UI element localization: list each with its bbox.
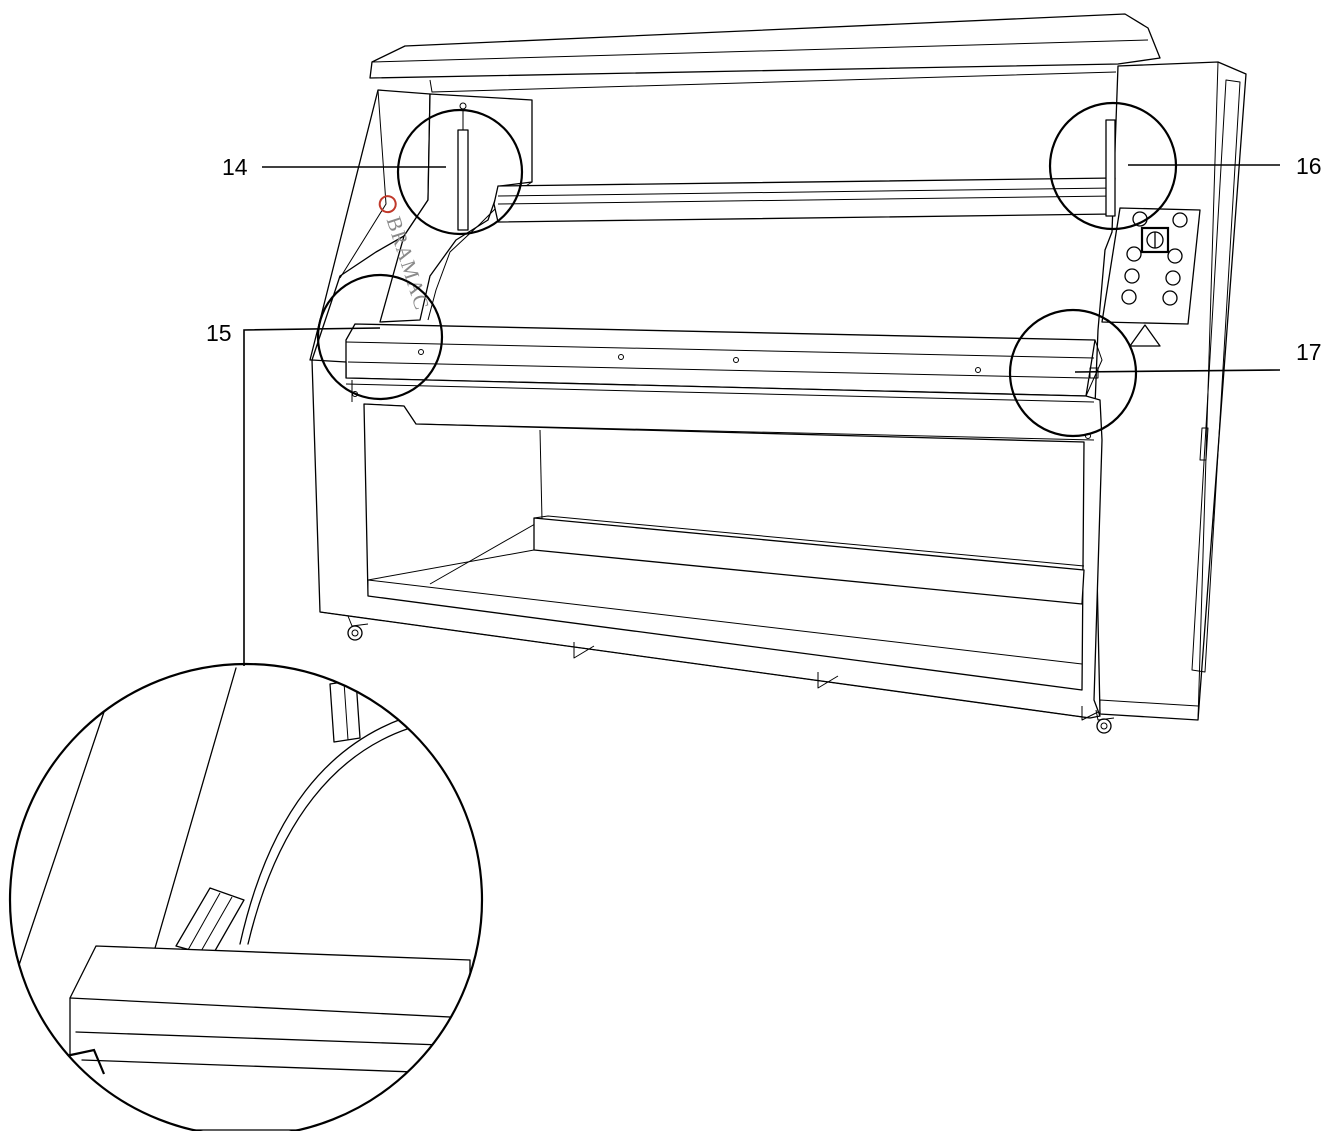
callout-14: 14 [222,154,248,180]
detail-circle-15 [316,273,444,401]
panel-button[interactable] [1172,212,1188,228]
detail-circle-14 [396,108,524,236]
callout-15: 15 [206,320,232,346]
panel-button[interactable] [1126,246,1142,262]
callout-17: 17 [1296,339,1322,365]
upper-roller [493,119,1116,223]
left-caster [347,615,369,641]
magnified-detail-15 [8,662,484,1131]
leader-line-17 [1074,369,1281,373]
panel-button[interactable] [1121,289,1137,305]
panel-button[interactable] [1167,248,1183,264]
detail-circle-17 [1008,308,1138,438]
panel-button[interactable] [1165,270,1181,286]
right-caster [1095,709,1115,734]
right-cabinet [1093,61,1247,721]
callout-16: 16 [1296,153,1322,179]
detail-circle-16 [1048,101,1178,231]
brand-emblem-icon [378,195,397,214]
power-switch-icon[interactable] [1140,226,1170,254]
panel-button[interactable] [1124,268,1140,284]
panel-button[interactable] [1162,290,1178,306]
control-panel [1101,207,1201,347]
left-upright [309,89,533,361]
leader-line-15 [243,327,381,666]
warning-triangle-icon [1129,324,1161,347]
top-canopy [369,13,1161,93]
main-frame [311,359,1103,721]
